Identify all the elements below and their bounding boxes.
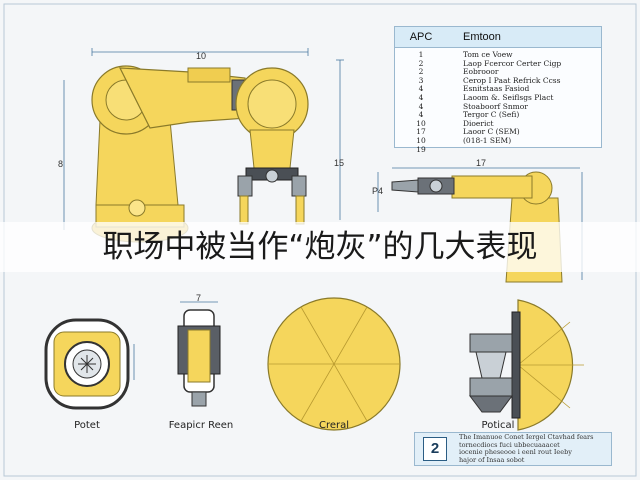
- note-number: 2: [423, 437, 447, 461]
- dim-right-height: 15: [334, 158, 345, 168]
- parts-name-cell: Esnitstaas Fasiod: [463, 84, 530, 94]
- label-section-view: Potical: [481, 420, 515, 431]
- label-round-view: Creral: [318, 420, 350, 431]
- parts-number-cell: 2: [418, 67, 424, 77]
- dim-side-width: 17: [476, 158, 487, 168]
- parts-name-cell: Tom ce Voew: [463, 51, 513, 59]
- parts-name-cell: (018-1 SEM): [463, 135, 512, 145]
- parts-number-cell: 10: [416, 118, 426, 128]
- parts-number-cell: 3: [418, 75, 424, 85]
- parts-name-cell: Laoor C (SEM): [463, 127, 520, 137]
- parts-number-cell: 4: [418, 84, 424, 94]
- parts-name-cell: Cerop I Paat Refrick Ccss: [463, 75, 561, 85]
- section-view: [469, 299, 584, 431]
- dim-left-height: 8: [58, 159, 64, 169]
- parts-number-cell: 4: [418, 92, 424, 102]
- dim-top-view-width: 7: [196, 293, 202, 303]
- parts-number-cell: 4: [418, 110, 424, 120]
- parts-number-cell: 17: [416, 127, 426, 137]
- parts-name-cell: Laop Fcercor Certer Cigp: [463, 58, 562, 68]
- parts-number-cell: 1: [418, 50, 424, 59]
- label-front-view: Potet: [74, 420, 100, 431]
- note-line: The Imanuoe Conet Iergel Ctavhad fears: [459, 433, 594, 441]
- parts-name-cell: Tergor C (Sefi): [463, 110, 520, 120]
- main-arm-view: [63, 48, 344, 243]
- note-line: tornecdiocs fuci ubbecuaaacet: [459, 440, 560, 449]
- note-box: 2 The Imanuoe Conet Iergel Ctavhad fears…: [414, 432, 612, 466]
- round-view: [267, 297, 401, 431]
- parts-number-cell: 2: [418, 58, 424, 68]
- parts-number-cell: 10: [416, 135, 426, 145]
- parts-number-cell: 4: [418, 101, 424, 111]
- label-top-view: Feapicr Reen: [168, 420, 234, 431]
- headline-banner: 职场中被当作“炮灰”的几大表现: [0, 222, 640, 272]
- dim-top-width: 10: [196, 51, 207, 61]
- note-line: hajor of Insaa sobot: [459, 455, 525, 464]
- parts-name-cell: Stoaboorf Snmor: [463, 101, 528, 111]
- top-view: [177, 301, 221, 407]
- front-view: [44, 318, 135, 410]
- parts-name-cell: Eobrooor: [463, 67, 499, 77]
- parts-table-header: APC Emtoon: [395, 27, 601, 48]
- parts-name-cell: Dioerict: [463, 118, 494, 128]
- parts-number-cell: 19: [416, 144, 426, 154]
- col-apc-header: APC: [409, 31, 433, 43]
- col-emtoon-header: Emtoon: [463, 31, 501, 43]
- parts-name-cell: Laoom &. Seiflsgs Plact: [463, 92, 554, 102]
- note-line: iocenie pheseooe i eenl rout Ieeby: [459, 448, 572, 456]
- dim-side-height: P4: [372, 186, 384, 196]
